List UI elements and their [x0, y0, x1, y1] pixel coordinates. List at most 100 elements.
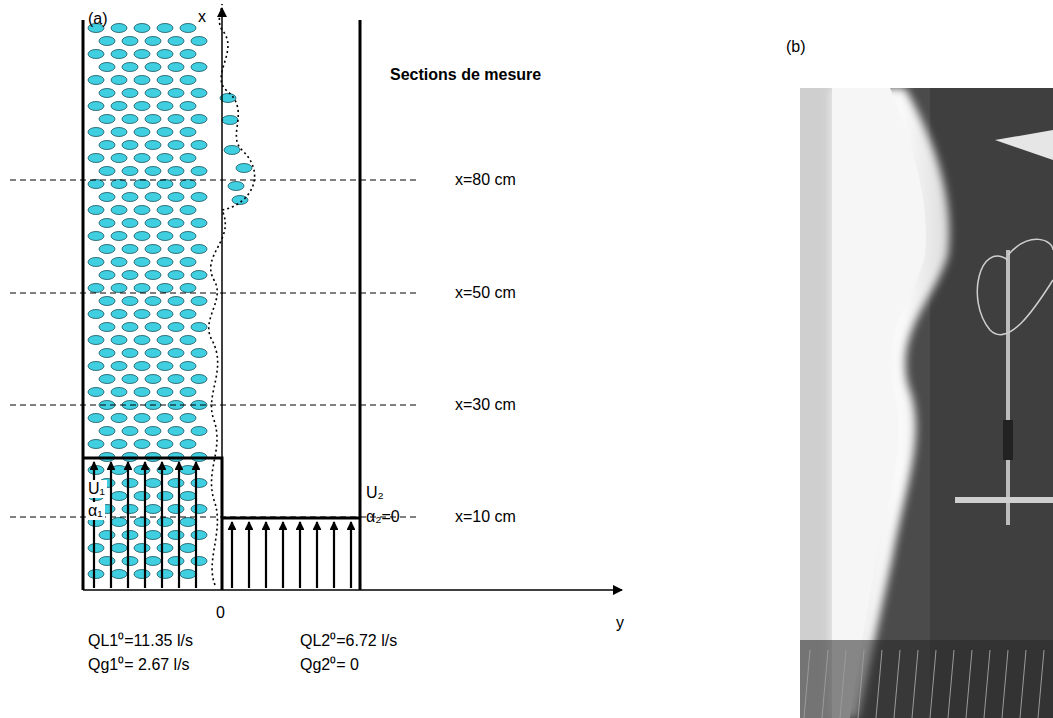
velocity-arrow: [110, 462, 112, 588]
panel-label: (a): [88, 10, 108, 28]
bubble: [99, 141, 115, 150]
inlet-label: α₁: [86, 502, 105, 520]
bubble: [168, 245, 184, 254]
bubble: [111, 544, 127, 553]
bubble: [122, 557, 138, 566]
bubble: [168, 505, 184, 514]
bubble: [157, 206, 173, 215]
bubble: [134, 388, 150, 397]
bubble: [191, 427, 207, 436]
bubble: [157, 544, 173, 553]
bubble: [134, 24, 150, 33]
bubble: [168, 63, 184, 72]
bubble: [168, 167, 184, 176]
bubble: [157, 102, 173, 111]
inlet-label: α₂=0: [366, 508, 400, 526]
bubble: [134, 492, 150, 501]
bubble: [157, 180, 173, 189]
bubble: [145, 115, 161, 124]
bubble: [145, 323, 161, 332]
bubble: [122, 271, 138, 280]
bubble: [111, 128, 127, 137]
bubble: [180, 128, 196, 137]
bubble: [99, 323, 115, 332]
bubble: [99, 193, 115, 202]
bubble: [191, 219, 207, 228]
bubble: [145, 375, 161, 384]
bubbles: [88, 24, 252, 579]
bubble: [88, 232, 104, 241]
velocity-arrow: [127, 462, 129, 588]
axis-label: 0: [216, 604, 225, 622]
inlet-label: U₂: [366, 484, 384, 502]
bubble: [134, 154, 150, 163]
bubble: [180, 388, 196, 397]
flow-rate: Qg2⁰= 0: [300, 656, 359, 674]
bubble: [111, 466, 127, 475]
bubble: [145, 505, 161, 514]
bubble: [134, 414, 150, 423]
bubble: [134, 206, 150, 215]
bubble: [122, 245, 138, 254]
bubble: [111, 258, 127, 267]
bubble: [145, 245, 161, 254]
bubble: [88, 440, 104, 449]
bubble: [122, 115, 138, 124]
bubble: [88, 336, 104, 345]
bubble: [99, 37, 115, 46]
bubble: [99, 427, 115, 436]
bubble: [157, 284, 173, 293]
bubble: [180, 414, 196, 423]
bubble: [122, 297, 138, 306]
bubble: [134, 518, 150, 527]
bubble: [145, 63, 161, 72]
flow-rate: Qg1⁰= 2.67 l/s: [88, 656, 190, 674]
bubble: [157, 570, 173, 579]
bubble: [122, 349, 138, 358]
velocity-arrow: [282, 522, 284, 588]
bubble: [180, 336, 196, 345]
bubble: [145, 37, 161, 46]
bubble: [222, 116, 238, 125]
bubble: [145, 557, 161, 566]
bubble: [168, 193, 184, 202]
velocity-arrow: [178, 462, 180, 588]
bubble: [157, 466, 173, 475]
bubble: [145, 531, 161, 540]
bubble: [111, 102, 127, 111]
bubble: [157, 388, 173, 397]
axis-label: y: [616, 614, 624, 632]
bubble: [157, 50, 173, 59]
bubble: [168, 479, 184, 488]
section-line: [10, 405, 420, 406]
velocity-arrow: [161, 462, 163, 588]
bubble: [134, 310, 150, 319]
bubble: [134, 258, 150, 267]
bubble: [180, 492, 196, 501]
bubble: [191, 349, 207, 358]
inlet-outline: [83, 458, 222, 590]
bubble: [99, 167, 115, 176]
bubble: [180, 102, 196, 111]
bubble: [157, 232, 173, 241]
velocity-arrow: [195, 462, 197, 588]
bubble: [180, 180, 196, 189]
bubble: [168, 427, 184, 436]
bubble: [191, 141, 207, 150]
bubble: [168, 531, 184, 540]
bubble: [111, 154, 127, 163]
bubble: [111, 388, 127, 397]
bubble: [232, 196, 248, 205]
bubble: [157, 440, 173, 449]
bubble: [111, 76, 127, 85]
bubble: [168, 349, 184, 358]
velocity-arrow: [231, 522, 233, 588]
section-title: Sections de mesure: [390, 66, 541, 84]
bubble: [145, 219, 161, 228]
bubble: [145, 89, 161, 98]
bubble: [88, 258, 104, 267]
bubble: [88, 310, 104, 319]
bubble: [134, 76, 150, 85]
bubble: [122, 219, 138, 228]
